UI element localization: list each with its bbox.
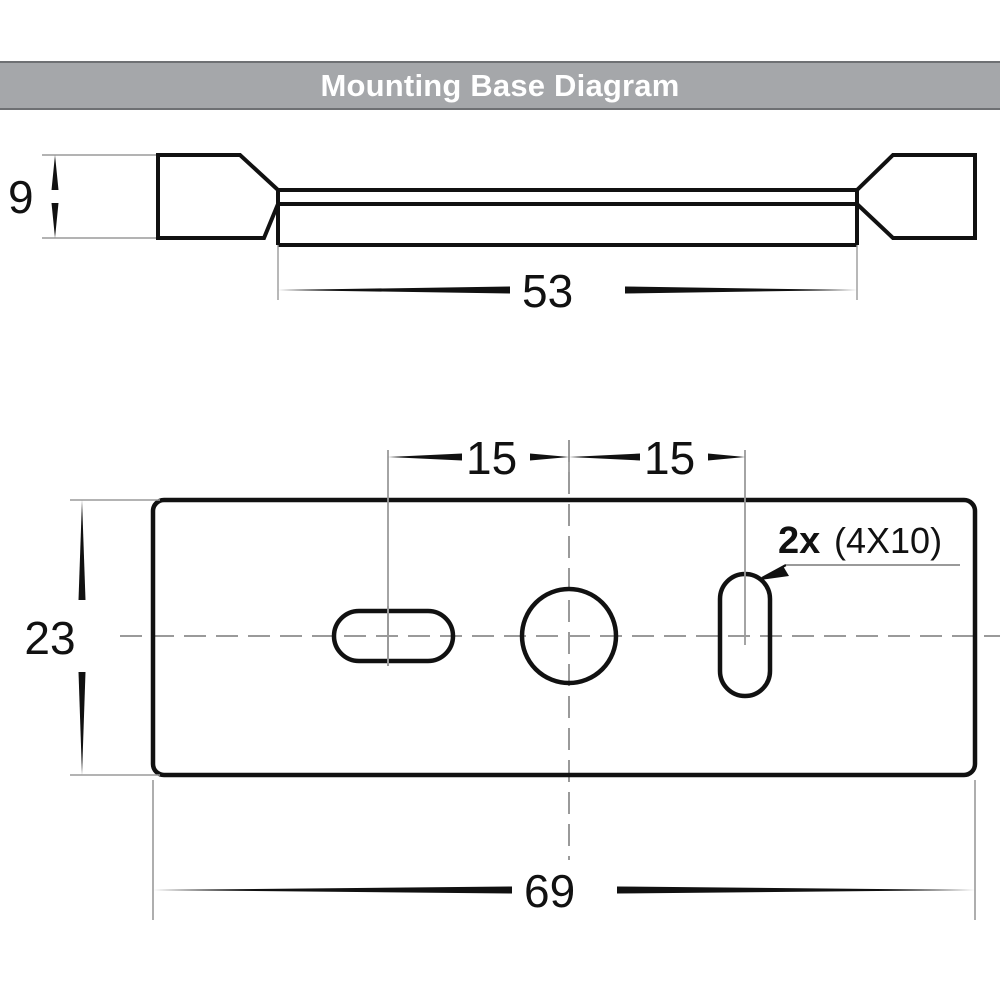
plan-height-extension-lines bbox=[70, 499, 160, 776]
slot-callout-quantity: 2x bbox=[778, 520, 820, 562]
side-elevation-view: 9 53 bbox=[8, 153, 977, 317]
dimension-69-label: 69 bbox=[524, 865, 575, 917]
side-profile-outline bbox=[156, 153, 977, 240]
dimension-69-line bbox=[153, 886, 975, 894]
side-height-dimension-arrows bbox=[51, 155, 59, 238]
dimension-53-line bbox=[278, 286, 857, 294]
side-profile-inner-step bbox=[276, 190, 859, 245]
dimension-23-label: 23 bbox=[24, 612, 75, 664]
plate-outline bbox=[150, 497, 978, 778]
page-title: Mounting Base Diagram bbox=[320, 68, 680, 103]
diagram-header-bar: Mounting Base Diagram bbox=[0, 61, 1000, 110]
dimension-9-label: 9 bbox=[8, 171, 34, 223]
side-length-extension-lines bbox=[277, 245, 858, 300]
side-height-extension-lines bbox=[42, 154, 175, 239]
dimension-15-right-line bbox=[569, 453, 745, 461]
dimension-53-label: 53 bbox=[522, 265, 573, 317]
plan-width-extension-lines bbox=[152, 780, 976, 920]
slot-callout-size: (4X10) bbox=[834, 520, 942, 561]
slot-callout-leader bbox=[760, 564, 960, 580]
plan-view: 15 15 23 2x (4X bbox=[24, 432, 1000, 920]
plan-hole-extension-lines bbox=[387, 440, 746, 645]
dimension-23-arrows bbox=[78, 500, 86, 775]
center-hole bbox=[519, 586, 619, 686]
horizontal-slot bbox=[331, 608, 456, 664]
dimension-15-left-line bbox=[388, 453, 569, 461]
dimension-15-left-label: 15 bbox=[466, 432, 517, 484]
dimension-15-right-label: 15 bbox=[644, 432, 695, 484]
